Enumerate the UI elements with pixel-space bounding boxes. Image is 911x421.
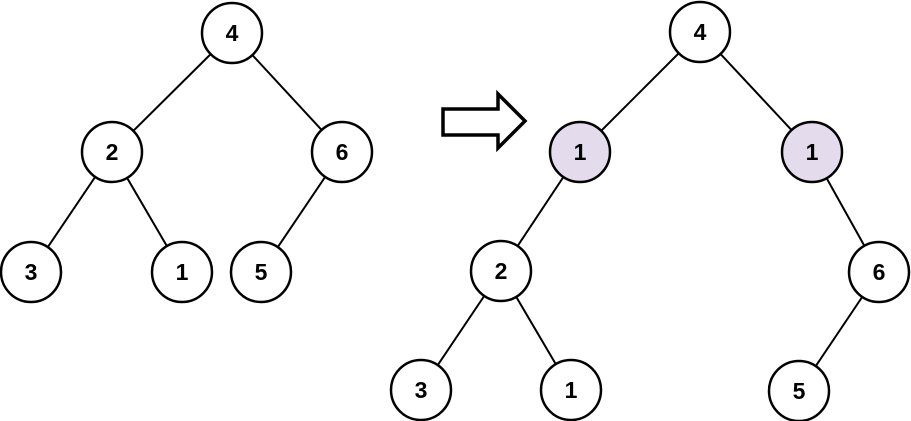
tree-node-label: 5 xyxy=(793,378,806,404)
tree-node-circle xyxy=(389,358,453,421)
tree-node-label: 2 xyxy=(106,139,119,165)
tree-before-node-4: 4 xyxy=(200,1,264,65)
tree-node-circle xyxy=(80,120,144,184)
tree-node-label: 1 xyxy=(806,139,819,165)
tree-after-node-4: 4 xyxy=(668,0,732,64)
tree-after-node-1: 1 xyxy=(548,120,612,184)
tree-before-node-6: 6 xyxy=(310,120,374,184)
tree-node-circle xyxy=(0,240,63,304)
tree-node-label: 1 xyxy=(565,377,578,403)
tree-node-circle xyxy=(150,240,214,304)
tree-after-node-5: 5 xyxy=(767,359,831,421)
tree-node-label: 5 xyxy=(255,259,268,285)
tree-node-label: 3 xyxy=(415,377,428,403)
tree-after-node-6: 6 xyxy=(847,240,911,304)
tree-after-node-2: 2 xyxy=(469,239,533,303)
tree-node-circle xyxy=(200,1,264,65)
tree-node-label: 1 xyxy=(574,139,587,165)
tree-node-circle xyxy=(229,240,293,304)
tree-after-node-1: 1 xyxy=(539,358,603,421)
tree-before-node-5: 5 xyxy=(229,240,293,304)
tree-node-label: 4 xyxy=(694,19,707,45)
tree-node-circle-highlighted xyxy=(780,120,844,184)
tree-after-node-3: 3 xyxy=(389,358,453,421)
tree-node-circle-highlighted xyxy=(548,120,612,184)
tree-before-node-2: 2 xyxy=(80,120,144,184)
tree-node-circle xyxy=(539,358,603,421)
transform-arrow-icon xyxy=(441,89,528,153)
tree-node-label: 6 xyxy=(336,139,349,165)
edges-layer xyxy=(30,31,880,392)
tree-node-label: 2 xyxy=(495,258,508,284)
tree-node-circle xyxy=(310,120,374,184)
tree-node-circle xyxy=(469,239,533,303)
tree-before-node-1: 1 xyxy=(150,240,214,304)
tree-after-node-1: 1 xyxy=(780,120,844,184)
tree-before-node-3: 3 xyxy=(0,240,63,304)
tree-node-label: 1 xyxy=(176,259,189,285)
tree-node-circle xyxy=(668,0,732,64)
tree-node-circle xyxy=(767,359,831,421)
tree-node-label: 3 xyxy=(25,259,38,285)
arrow-layer xyxy=(441,89,528,153)
tree-node-circle xyxy=(847,240,911,304)
tree-node-label: 4 xyxy=(226,20,239,46)
tree-node-label: 6 xyxy=(873,259,886,285)
